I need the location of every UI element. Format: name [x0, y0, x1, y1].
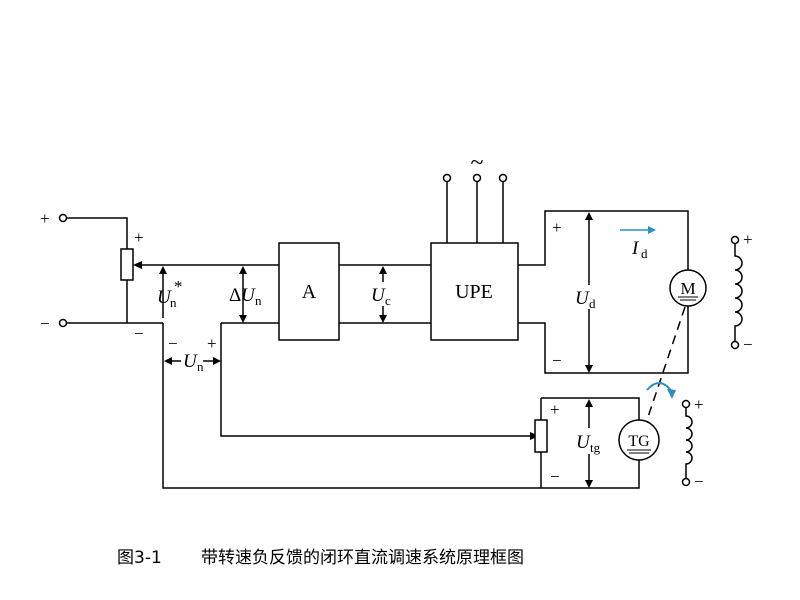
figure-number: 图3-1 [117, 548, 162, 568]
supply-positive-terminal [58, 213, 68, 223]
ud-minus-sign: − [552, 351, 562, 370]
supply-plus-sign: + [40, 209, 50, 228]
amplifier-block [278, 242, 340, 341]
field-plus-sign: + [743, 230, 753, 249]
armature-voltage-label: U d [573, 212, 605, 373]
ac-symbol: ~ [471, 150, 484, 176]
un-feedback-symbol: U [183, 351, 198, 372]
utg-subscript: tg [590, 440, 601, 455]
ac-supply: ~ [442, 150, 508, 243]
figure-caption: 带转速负反馈的闭环直流调速系统原理框图 [201, 548, 524, 568]
un-star-superscript: * [174, 277, 183, 296]
feedback-minus-sign: − [168, 334, 178, 353]
motor-label: M [680, 279, 695, 298]
delta-un-subscript: n [255, 293, 262, 308]
pot-minus-sign: − [134, 324, 144, 343]
un-star-subscript: n [170, 295, 177, 310]
delta-symbol: Δ [229, 285, 241, 306]
control-voltage-label: U c [369, 266, 397, 323]
un-feedback-subscript: n [197, 359, 204, 374]
amplifier-label: A [302, 281, 317, 303]
speed-error-label: Δ U n [229, 266, 262, 323]
speed-feedback-label: − + U n [164, 334, 221, 374]
tach-field-winding: + − [681, 395, 704, 491]
shaft-coupling [646, 306, 686, 421]
feedback-plus-sign: + [207, 334, 217, 353]
armature-current-label: I d [620, 226, 656, 261]
tachogenerator: TG [618, 419, 660, 461]
speed-reference-label: U n * [157, 266, 183, 318]
wiper-arrow-icon [133, 261, 142, 269]
ud-symbol: U [575, 288, 590, 309]
id-symbol: I [631, 238, 640, 259]
motor-field-winding: + − [730, 230, 753, 354]
field-minus-sign: − [743, 335, 753, 354]
uc-symbol: U [371, 285, 386, 306]
tachogenerator-label: TG [628, 433, 650, 450]
motor: M [669, 269, 707, 307]
upe-label: UPE [455, 281, 493, 303]
utg-plus-sign: + [550, 400, 560, 419]
supply-negative-terminal [58, 318, 68, 328]
ud-subscript: d [589, 296, 596, 311]
uc-subscript: c [385, 293, 391, 308]
ud-plus-sign: + [552, 218, 562, 237]
delta-un-symbol: U [241, 285, 256, 306]
id-subscript: d [641, 246, 648, 261]
pot-plus-sign: + [134, 228, 144, 247]
upe-block [430, 242, 519, 341]
tach-potentiometer [534, 419, 548, 453]
un-star-symbol: U [157, 287, 172, 308]
supply-minus-sign: − [40, 314, 50, 333]
tach-field-plus-sign: + [694, 395, 704, 414]
reference-supply: + − + − [40, 209, 163, 343]
utg-symbol: U [576, 432, 591, 453]
reference-potentiometer [120, 248, 134, 281]
utg-minus-sign: − [550, 467, 560, 486]
tach-field-minus-sign: − [694, 472, 704, 491]
tach-voltage-label: U tg [574, 399, 610, 488]
